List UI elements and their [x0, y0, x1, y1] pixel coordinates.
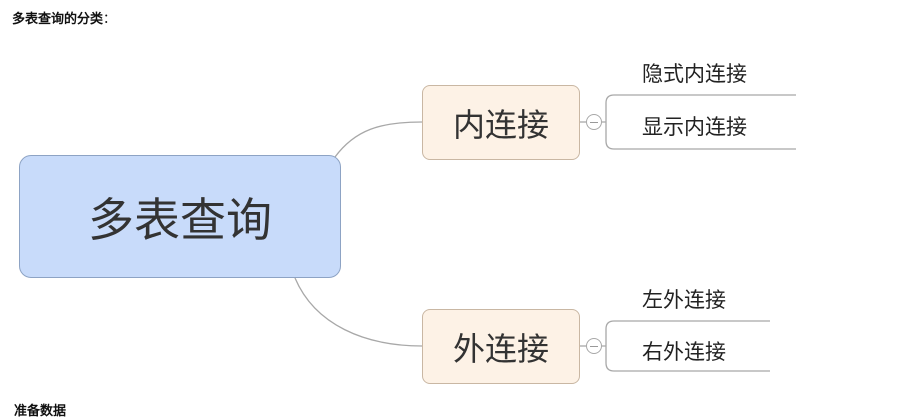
- mindmap-connectors: [294, 94, 796, 372]
- branch-node-inner-join[interactable]: 内连接: [422, 85, 580, 160]
- leaf-node-left-outer-join[interactable]: 左外连接: [642, 288, 726, 312]
- leaf-node-implicit-inner-join[interactable]: 隐式内连接: [642, 62, 747, 86]
- connector-root-outer: [294, 277, 423, 347]
- collapse-icon[interactable]: [586, 338, 602, 354]
- branch-node-outer-join[interactable]: 外连接: [422, 309, 580, 384]
- connector-root-inner: [334, 121, 423, 158]
- root-node[interactable]: 多表查询: [19, 155, 341, 278]
- leaf-node-explicit-inner-join[interactable]: 显示内连接: [642, 115, 747, 139]
- section-heading-colon: ：: [103, 12, 117, 27]
- section-heading-text: 多表查询的分类: [12, 12, 104, 27]
- bracket-outer: [602, 320, 770, 372]
- leaf-node-right-outer-join[interactable]: 右外连接: [642, 340, 726, 364]
- minus-icon: [590, 345, 598, 347]
- minus-icon: [590, 121, 598, 123]
- collapse-icon[interactable]: [586, 114, 602, 130]
- section-heading: 多表查询的分类：: [12, 8, 116, 27]
- bracket-inner: [602, 94, 796, 150]
